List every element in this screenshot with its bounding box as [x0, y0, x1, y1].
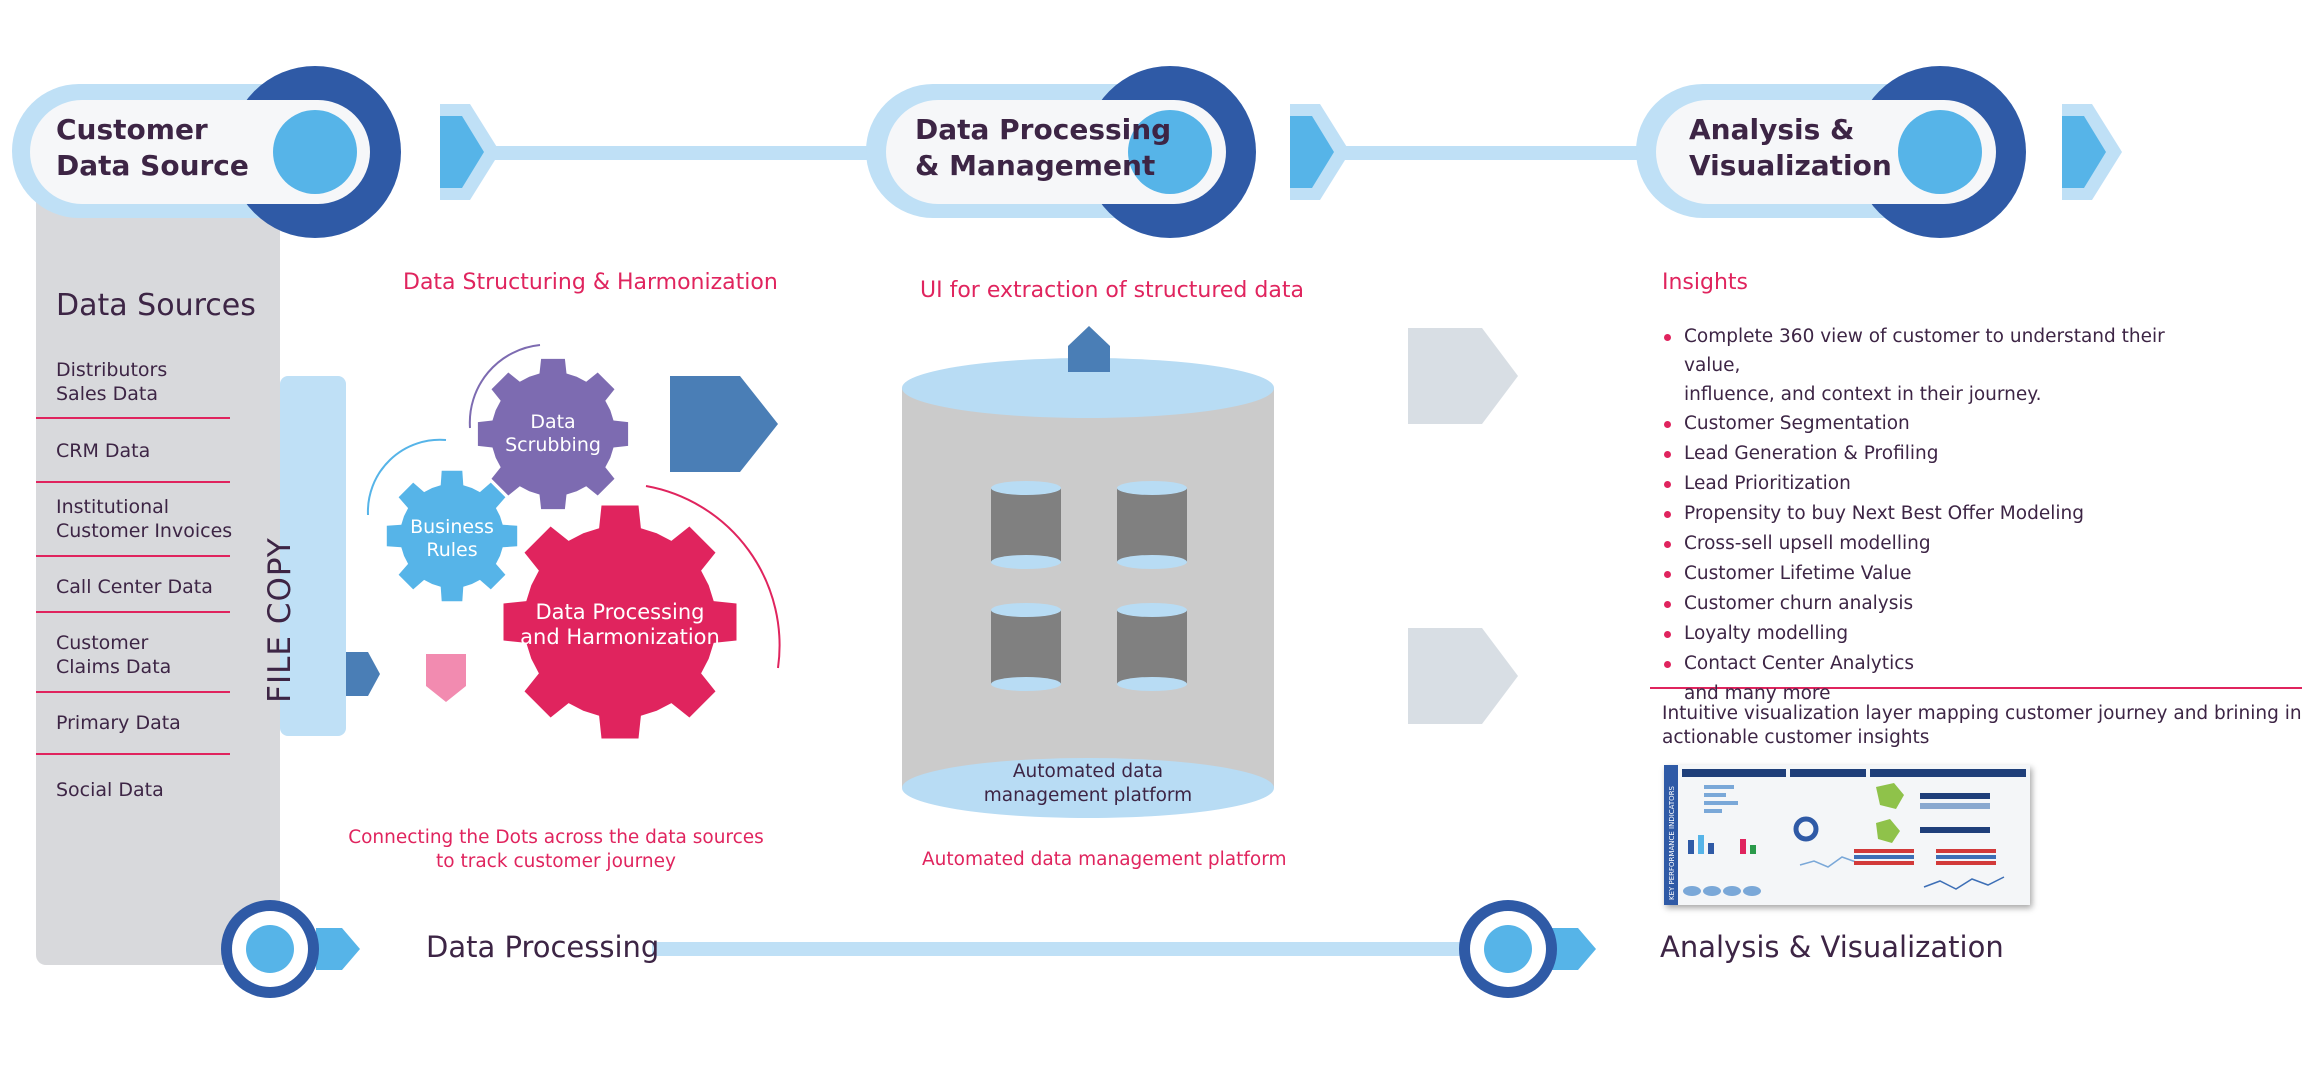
source-item-claims: Customer Claims Data	[56, 632, 172, 678]
file-copy-bar	[280, 376, 346, 736]
stage-title-customer-data-source: Customer Data Source	[56, 113, 249, 182]
source-item-call-center: Call Center Data	[56, 576, 213, 598]
structuring-caption: Connecting the Dots across the data sour…	[348, 827, 764, 872]
insight-more: and many more	[1684, 683, 1831, 704]
stage-title-data-processing: Data Processing & Management	[915, 113, 1172, 182]
mini-database-icon	[991, 603, 1061, 691]
footer-node-1	[221, 900, 360, 998]
mini-database-icon	[1117, 481, 1187, 569]
insight-item: Cross-sell upsell modelling	[1664, 529, 2224, 559]
insight-item: Customer Segmentation	[1664, 409, 2224, 439]
stage-header-1	[12, 66, 500, 238]
gear-data-processing-shape	[503, 505, 737, 739]
gear-processing-label: Data Processing and Harmonization	[520, 599, 720, 649]
mini-database-icon	[991, 481, 1061, 569]
insights-title: Insights	[1662, 270, 1749, 295]
file-copy-label: FILE COPY	[262, 537, 298, 703]
insight-arrow-2-icon	[1408, 628, 1518, 724]
mini-database-icon	[1117, 603, 1187, 691]
platform-label: Automated data management platform	[983, 761, 1193, 806]
pink-tag-icon	[426, 654, 466, 702]
mini-databases	[991, 481, 1187, 691]
visualization-text: Intuitive visualization layer mapping cu…	[1662, 703, 2302, 748]
platform-top-arrow-icon	[1068, 326, 1110, 372]
insight-item: Lead Generation & Profiling	[1664, 439, 2224, 469]
source-item-crm: CRM Data	[56, 440, 151, 462]
platform-caption: Automated data management platform	[922, 849, 1287, 870]
insight-item: Customer churn analysis	[1664, 589, 2224, 619]
insight-item: Contact Center Analytics	[1664, 649, 2224, 679]
insights-list: Complete 360 view of customer to underst…	[1664, 322, 2224, 709]
structuring-arrow-icon	[670, 376, 778, 472]
source-item-primary: Primary Data	[56, 712, 181, 734]
data-sources-panel	[36, 185, 280, 965]
platform-title: UI for extraction of structured data	[920, 278, 1304, 303]
insight-item: Lead Prioritization	[1664, 469, 2224, 499]
gear-business-rules-shape	[386, 470, 518, 602]
insight-arrow-1-icon	[1408, 328, 1518, 424]
insight-item: Loyalty modelling	[1664, 619, 2224, 649]
top-connector-line-2	[1320, 146, 1660, 160]
gear-data-scrubbing-shape	[477, 358, 629, 510]
gear-business-rules	[386, 470, 518, 602]
footer-connector-line	[652, 942, 1476, 956]
gear-data-scrubbing	[477, 358, 629, 510]
stage-1-dot-icon	[273, 110, 357, 194]
footer-node-2	[1459, 900, 1596, 998]
scrubbing-arc	[468, 344, 541, 429]
gear-rules-label: Business Rules	[410, 516, 494, 561]
rules-arc	[366, 438, 447, 516]
dashboard-thumbnail: KEY PERFORMANCE INDICATORS	[1664, 765, 2030, 905]
stage-2-dot-icon	[1128, 110, 1212, 194]
footer-node-1-dot-icon	[246, 925, 294, 973]
structuring-title: Data Structuring & Harmonization	[403, 270, 778, 295]
footer-analysis-label: Analysis & Visualization	[1660, 930, 2004, 964]
processing-arc	[645, 485, 781, 669]
file-copy-arrow-icon	[346, 652, 380, 696]
gear-data-processing	[503, 505, 737, 739]
dashboard-side-label: KEY PERFORMANCE INDICATORS	[1668, 785, 1676, 900]
stage-header-2	[866, 66, 1350, 238]
insight-item: Propensity to buy Next Best Offer Modeli…	[1664, 499, 2224, 529]
stage-title-analysis: Analysis & Visualization	[1689, 113, 1892, 182]
insight-item: Customer Lifetime Value	[1664, 559, 2224, 589]
stage-3-dot-icon	[1898, 110, 1982, 194]
source-dividers	[36, 417, 230, 755]
source-item-distributors: Distributors Sales Data	[56, 359, 168, 405]
insight-item: Complete 360 view of customer to underst…	[1664, 322, 2224, 409]
stage-header-3	[1636, 66, 2122, 238]
source-item-social: Social Data	[56, 779, 164, 801]
gear-scrubbing-label: Data Scrubbing	[505, 411, 601, 456]
data-sources-title: Data Sources	[56, 288, 256, 323]
dashboard-thumbnail-graphic: KEY PERFORMANCE INDICATORS	[1664, 765, 2026, 905]
footer-data-processing-label: Data Processing	[426, 930, 660, 964]
top-connector-line-1	[460, 146, 900, 160]
footer-node-2-dot-icon	[1484, 925, 1532, 973]
data-platform-cylinder	[902, 326, 1274, 818]
source-item-institutional: Institutional Customer Invoices	[56, 496, 233, 542]
